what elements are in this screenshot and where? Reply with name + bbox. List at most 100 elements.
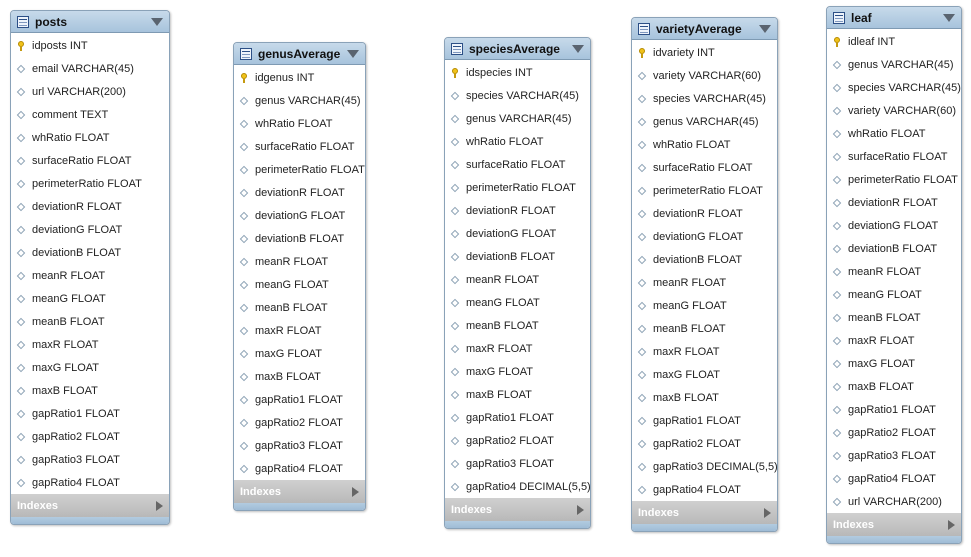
column-row[interactable]: meanR FLOAT xyxy=(827,260,961,283)
column-row[interactable]: maxR FLOAT xyxy=(11,333,169,356)
column-row[interactable]: idspecies INT xyxy=(445,61,590,84)
collapse-triangle-icon[interactable] xyxy=(572,44,584,53)
indexes-section[interactable]: Indexes xyxy=(234,480,365,503)
table-header[interactable]: speciesAverage xyxy=(445,38,590,60)
column-row[interactable]: genus VARCHAR(45) xyxy=(632,110,777,133)
column-row[interactable]: gapRatio2 FLOAT xyxy=(827,421,961,444)
column-row[interactable]: comment TEXT xyxy=(11,103,169,126)
column-row[interactable]: gapRatio3 FLOAT xyxy=(445,452,590,475)
column-row[interactable]: gapRatio2 FLOAT xyxy=(445,429,590,452)
column-row[interactable]: whRatio FLOAT xyxy=(632,133,777,156)
column-row[interactable]: meanR FLOAT xyxy=(445,268,590,291)
column-row[interactable]: url VARCHAR(200) xyxy=(11,80,169,103)
column-row[interactable]: whRatio FLOAT xyxy=(445,130,590,153)
column-row[interactable]: surfaceRatio FLOAT xyxy=(234,135,365,158)
column-row[interactable]: maxB FLOAT xyxy=(445,383,590,406)
column-row[interactable]: meanB FLOAT xyxy=(234,296,365,319)
column-row[interactable]: gapRatio4 FLOAT xyxy=(827,467,961,490)
column-row[interactable]: gapRatio3 FLOAT xyxy=(11,448,169,471)
column-row[interactable]: deviationG FLOAT xyxy=(445,222,590,245)
column-row[interactable]: meanR FLOAT xyxy=(632,271,777,294)
column-row[interactable]: genus VARCHAR(45) xyxy=(827,53,961,76)
indexes-section[interactable]: Indexes xyxy=(11,494,169,517)
expand-triangle-icon[interactable] xyxy=(156,500,163,511)
column-row[interactable]: variety VARCHAR(60) xyxy=(632,64,777,87)
column-row[interactable]: deviationG FLOAT xyxy=(827,214,961,237)
column-row[interactable]: deviationB FLOAT xyxy=(445,245,590,268)
column-row[interactable]: deviationR FLOAT xyxy=(445,199,590,222)
column-row[interactable]: maxB FLOAT xyxy=(234,365,365,388)
column-row[interactable]: gapRatio3 FLOAT xyxy=(234,434,365,457)
column-row[interactable]: meanG FLOAT xyxy=(234,273,365,296)
collapse-triangle-icon[interactable] xyxy=(151,17,163,26)
column-row[interactable]: gapRatio4 FLOAT xyxy=(11,471,169,494)
column-row[interactable]: gapRatio4 FLOAT xyxy=(234,457,365,480)
column-row[interactable]: idleaf INT xyxy=(827,30,961,53)
expand-triangle-icon[interactable] xyxy=(764,507,771,518)
column-row[interactable]: surfaceRatio FLOAT xyxy=(827,145,961,168)
column-row[interactable]: meanR FLOAT xyxy=(11,264,169,287)
column-row[interactable]: idposts INT xyxy=(11,34,169,57)
column-row[interactable]: gapRatio2 FLOAT xyxy=(11,425,169,448)
column-row[interactable]: whRatio FLOAT xyxy=(827,122,961,145)
column-row[interactable]: meanB FLOAT xyxy=(11,310,169,333)
column-row[interactable]: surfaceRatio FLOAT xyxy=(632,156,777,179)
column-row[interactable]: gapRatio1 FLOAT xyxy=(827,398,961,421)
column-row[interactable]: genus VARCHAR(45) xyxy=(234,89,365,112)
column-row[interactable]: perimeterRatio FLOAT xyxy=(234,158,365,181)
column-row[interactable]: gapRatio4 FLOAT xyxy=(632,478,777,501)
table-header[interactable]: varietyAverage xyxy=(632,18,777,40)
column-row[interactable]: maxG FLOAT xyxy=(827,352,961,375)
column-row[interactable]: email VARCHAR(45) xyxy=(11,57,169,80)
column-row[interactable]: gapRatio1 FLOAT xyxy=(445,406,590,429)
expand-triangle-icon[interactable] xyxy=(352,486,359,497)
column-row[interactable]: surfaceRatio FLOAT xyxy=(11,149,169,172)
table-header[interactable]: genusAverage xyxy=(234,43,365,65)
collapse-triangle-icon[interactable] xyxy=(759,24,771,33)
column-row[interactable]: deviationB FLOAT xyxy=(234,227,365,250)
column-row[interactable]: maxR FLOAT xyxy=(827,329,961,352)
column-row[interactable]: deviationR FLOAT xyxy=(11,195,169,218)
column-row[interactable]: maxR FLOAT xyxy=(632,340,777,363)
column-row[interactable]: whRatio FLOAT xyxy=(234,112,365,135)
column-row[interactable]: gapRatio4 DECIMAL(5,5) xyxy=(445,475,590,498)
column-row[interactable]: species VARCHAR(45) xyxy=(827,76,961,99)
column-row[interactable]: species VARCHAR(45) xyxy=(445,84,590,107)
column-row[interactable]: perimeterRatio FLOAT xyxy=(445,176,590,199)
column-row[interactable]: gapRatio1 FLOAT xyxy=(234,388,365,411)
column-row[interactable]: genus VARCHAR(45) xyxy=(445,107,590,130)
column-row[interactable]: maxR FLOAT xyxy=(445,337,590,360)
column-row[interactable]: surfaceRatio FLOAT xyxy=(445,153,590,176)
column-row[interactable]: deviationB FLOAT xyxy=(632,248,777,271)
column-row[interactable]: deviationG FLOAT xyxy=(11,218,169,241)
column-row[interactable]: perimeterRatio FLOAT xyxy=(827,168,961,191)
column-row[interactable]: deviationG FLOAT xyxy=(234,204,365,227)
column-row[interactable]: gapRatio2 FLOAT xyxy=(234,411,365,434)
column-row[interactable]: meanG FLOAT xyxy=(11,287,169,310)
column-row[interactable]: maxB FLOAT xyxy=(11,379,169,402)
column-row[interactable]: meanG FLOAT xyxy=(827,283,961,306)
column-row[interactable]: species VARCHAR(45) xyxy=(632,87,777,110)
column-row[interactable]: deviationG FLOAT xyxy=(632,225,777,248)
column-row[interactable]: maxG FLOAT xyxy=(234,342,365,365)
column-row[interactable]: meanB FLOAT xyxy=(632,317,777,340)
column-row[interactable]: perimeterRatio FLOAT xyxy=(11,172,169,195)
column-row[interactable]: url VARCHAR(200) xyxy=(827,490,961,513)
column-row[interactable]: idvariety INT xyxy=(632,41,777,64)
column-row[interactable]: deviationR FLOAT xyxy=(632,202,777,225)
column-row[interactable]: maxB FLOAT xyxy=(632,386,777,409)
column-row[interactable]: gapRatio3 DECIMAL(5,5) xyxy=(632,455,777,478)
expand-triangle-icon[interactable] xyxy=(948,519,955,530)
indexes-section[interactable]: Indexes xyxy=(632,501,777,524)
column-row[interactable]: deviationB FLOAT xyxy=(11,241,169,264)
column-row[interactable]: deviationB FLOAT xyxy=(827,237,961,260)
column-row[interactable]: meanB FLOAT xyxy=(827,306,961,329)
column-row[interactable]: gapRatio1 FLOAT xyxy=(632,409,777,432)
column-row[interactable]: maxG FLOAT xyxy=(11,356,169,379)
column-row[interactable]: idgenus INT xyxy=(234,66,365,89)
table-header[interactable]: leaf xyxy=(827,7,961,29)
